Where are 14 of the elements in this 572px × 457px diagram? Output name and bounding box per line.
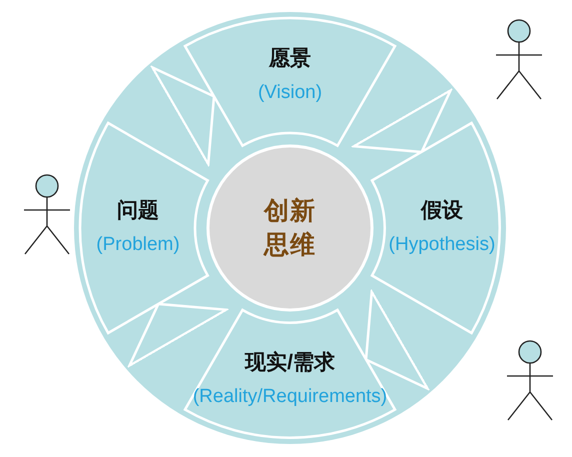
center-circle xyxy=(206,144,374,312)
segment-subtitle: (Vision) xyxy=(258,81,322,105)
cycle-segment xyxy=(185,18,395,146)
segment-title: 问题 xyxy=(117,198,159,224)
segment-title: 愿景 xyxy=(269,46,311,72)
segment-subtitle: (Problem) xyxy=(96,233,180,257)
cycle-segment xyxy=(185,310,395,438)
cycle-segment xyxy=(372,123,500,333)
segment-title: 现实/需求 xyxy=(245,350,335,376)
segment-subtitle: (Hypothesis) xyxy=(388,233,496,257)
cycle-segment xyxy=(80,123,208,333)
segment-subtitle: (Reality/Requirements) xyxy=(192,384,388,409)
segment-title: 假设 xyxy=(420,198,463,224)
center-label: 创新思维 xyxy=(262,196,317,261)
